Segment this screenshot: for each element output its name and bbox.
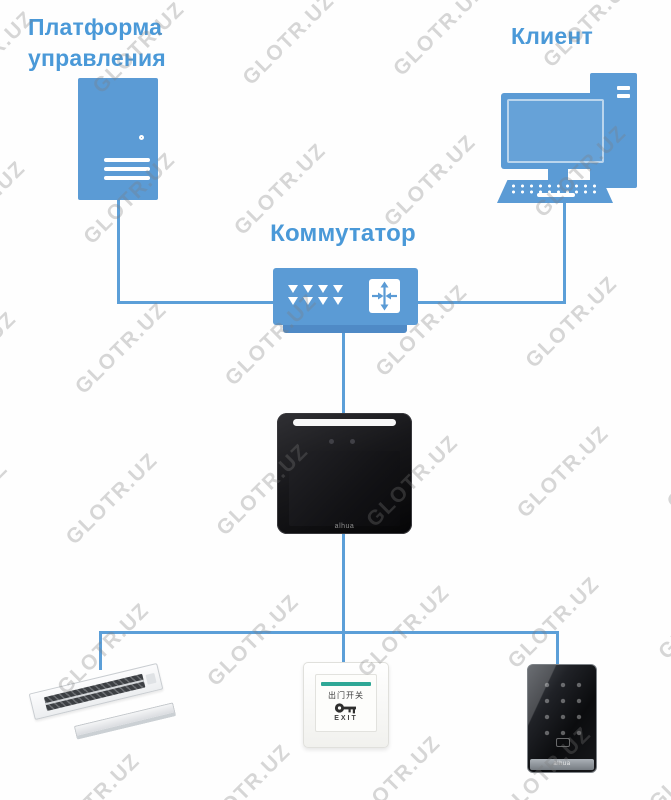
- watermark-text: GLOTR.UZ: [0, 307, 21, 408]
- terminal-brand-logo: alhua: [334, 523, 355, 530]
- pc-tower-drive-slot: [617, 94, 630, 98]
- exit-button-panel: 出门开关 EXIT: [315, 674, 377, 732]
- server-power-led: [139, 135, 144, 140]
- terminal-camera-dot: [329, 439, 334, 444]
- watermark-text: GLOTR.UZ: [70, 297, 172, 399]
- watermark-text: GLOTR.UZ: [645, 713, 671, 800]
- switch-port-icon: [288, 285, 298, 293]
- switch-port-icon: [303, 285, 313, 293]
- server-vent-line: [104, 167, 150, 171]
- pc-keyboard-keys: [509, 183, 601, 194]
- watermark-text: GLOTR.UZ: [654, 563, 671, 664]
- server-vent-line: [104, 158, 150, 162]
- access-terminal-icon: alhua: [277, 413, 412, 534]
- pc-tower-drive-slot: [617, 86, 630, 90]
- watermark-text: GLOTR.UZ: [61, 448, 163, 550]
- terminal-screen: [289, 451, 400, 526]
- exit-button-icon: 出门开关 EXIT: [303, 662, 389, 748]
- exit-button-text-cn: 出门开关: [328, 691, 364, 700]
- magnetic-lock-icon: [0, 640, 220, 780]
- switch-route-icon: [369, 279, 400, 313]
- switch-icon: [273, 268, 418, 325]
- maglock-magnet-strip: [43, 673, 146, 711]
- server-icon: [78, 78, 158, 200]
- client-computer-icon: [488, 70, 648, 210]
- pc-monitor-stand: [548, 169, 568, 182]
- watermark-text: GLOTR.UZ: [512, 421, 614, 523]
- switch-port-icon: [333, 285, 343, 293]
- terminal-camera-dot: [350, 439, 355, 444]
- connector-server-vertical: [117, 200, 120, 304]
- watermark-text: GLOTR.UZ: [379, 130, 481, 232]
- maglock-label-mark: [145, 672, 157, 685]
- switch-port-icon: [288, 297, 298, 305]
- switch-base: [283, 325, 407, 333]
- exit-button-stripe: [321, 682, 371, 686]
- pc-keyboard-spacebar: [537, 193, 575, 197]
- connector-client-vertical: [563, 202, 566, 304]
- pc-monitor-icon: [501, 93, 610, 169]
- exit-button-text-en: EXIT: [334, 715, 358, 722]
- pc-keyboard-icon: [497, 180, 613, 203]
- reader-keypad-dots: [539, 677, 585, 741]
- connector-drop-maglock: [99, 631, 102, 670]
- switch-port-icon: [318, 297, 328, 305]
- connector-server-horizontal: [117, 301, 277, 304]
- switch-port-icon: [303, 297, 313, 305]
- connector-client-horizontal: [416, 301, 566, 304]
- connector-bus-horizontal: [99, 631, 559, 634]
- switch-port-icon: [333, 297, 343, 305]
- server-vent-line: [104, 176, 150, 180]
- platform-label: Платформа управления: [28, 14, 166, 71]
- maglock-armature-plate: [73, 702, 177, 740]
- watermark-text: GLOTR.UZ: [0, 156, 31, 258]
- watermark-text: GLOTR.UZ: [389, 0, 490, 81]
- watermark-text: GLOTR.UZ: [238, 0, 340, 90]
- pc-monitor-screen: [507, 99, 604, 163]
- reader-gloss-highlight: [528, 665, 566, 772]
- watermark-text: GLOTR.UZ: [662, 413, 671, 514]
- terminal-light-bar: [293, 419, 396, 426]
- connector-drop-exit-button: [342, 631, 345, 664]
- card-reader-icon: alhua: [527, 664, 597, 773]
- key-icon: [316, 701, 376, 719]
- switch-label: Коммутатор: [270, 220, 416, 247]
- connector-terminal-to-bus: [342, 532, 345, 633]
- watermark-text: GLOTR.UZ: [503, 572, 605, 673]
- client-label: Клиент: [511, 23, 593, 49]
- watermark-text: GLOTR.UZ: [521, 271, 622, 373]
- reader-brand-strip: alhua: [530, 759, 594, 770]
- card-swipe-icon: [556, 738, 570, 747]
- watermark-text: GLOTR.UZ: [0, 457, 13, 558]
- switch-port-icon: [318, 285, 328, 293]
- connector-switch-to-terminal: [342, 333, 345, 414]
- connector-drop-reader: [556, 631, 559, 666]
